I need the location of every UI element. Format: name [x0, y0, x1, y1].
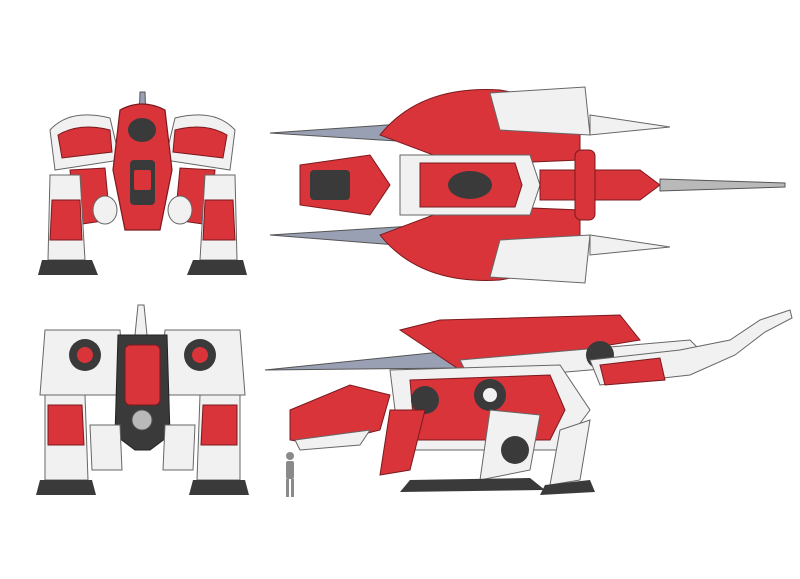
front-view — [38, 91, 247, 275]
human-scale-figure — [286, 452, 294, 497]
scale-figure-right-leg — [291, 479, 294, 497]
top-view — [269, 86, 786, 284]
side-jaw — [294, 429, 372, 451]
side-head — [289, 384, 391, 446]
left-back-leg-plate — [47, 404, 85, 446]
right-foot — [187, 260, 247, 275]
tail-spike — [659, 178, 786, 192]
side-view — [264, 309, 793, 495]
chest-core — [134, 170, 151, 190]
tail-joint — [574, 149, 596, 221]
right-shoulder-plate — [172, 126, 228, 159]
left-foot — [38, 260, 98, 275]
head-sensor — [128, 118, 156, 142]
left-leg-plate — [49, 199, 83, 241]
shoulder-joint-icon — [411, 386, 439, 414]
left-back-foot — [36, 480, 96, 495]
left-shoulder-plate — [57, 126, 113, 159]
lower-right-blade — [589, 234, 671, 256]
rear-foot — [540, 480, 595, 495]
side-wing — [398, 314, 641, 371]
side-foot — [400, 478, 545, 492]
right-back-foot — [189, 480, 249, 495]
upper-right-blade — [589, 114, 671, 136]
knee-joint-icon — [501, 436, 529, 464]
back-hatch-icon — [131, 409, 153, 431]
right-thruster-core — [192, 347, 208, 363]
scale-figure-left-leg — [286, 479, 289, 497]
back-view-mech — [36, 304, 249, 495]
scale-figure-head — [286, 452, 294, 460]
side-arm — [379, 409, 426, 476]
top-view-mech — [269, 86, 786, 284]
body-hatch — [448, 171, 492, 199]
left-thruster-core — [77, 347, 93, 363]
rear-leg — [549, 419, 591, 486]
tail-base — [539, 169, 661, 201]
right-leg-plate — [202, 199, 236, 241]
upper-wing-armor — [489, 86, 591, 136]
scale-figure-torso — [286, 461, 294, 479]
tail-armor — [599, 357, 666, 386]
back-pack — [124, 344, 161, 406]
front-view-mech — [38, 91, 247, 275]
right-back-thigh — [162, 424, 196, 471]
left-hand — [92, 195, 118, 225]
lower-wing-armor — [489, 234, 591, 284]
back-view — [36, 304, 249, 495]
hip-joint-core — [483, 388, 497, 402]
side-view-mech — [264, 309, 793, 495]
head-cockpit — [310, 170, 350, 200]
left-back-thigh — [89, 424, 123, 471]
right-back-leg-plate — [200, 404, 238, 446]
right-hand — [167, 195, 193, 225]
